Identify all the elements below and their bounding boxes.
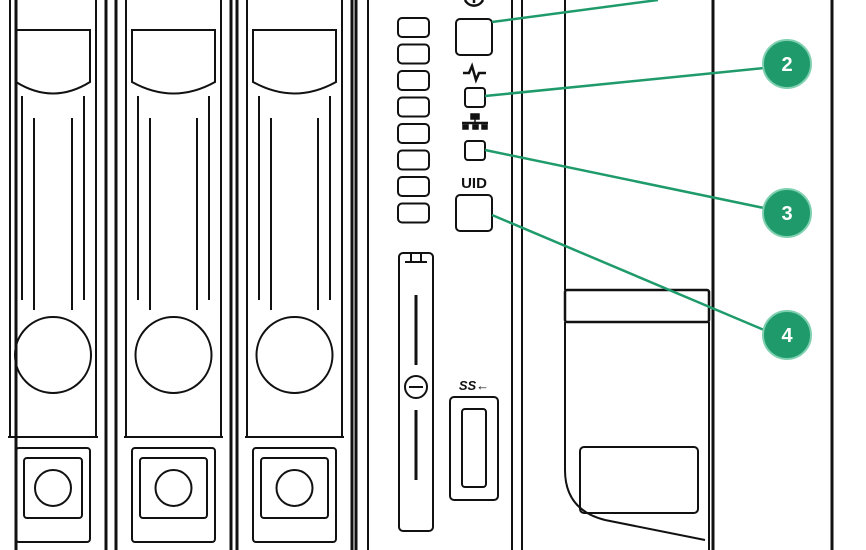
drive-bay-1[interactable] — [8, 0, 108, 550]
nic-led — [464, 140, 486, 161]
vent-slot — [397, 70, 430, 91]
pull-tab[interactable] — [398, 252, 434, 532]
power-button[interactable] — [455, 18, 493, 56]
callout-2: 2 — [762, 39, 812, 89]
callout-number: 3 — [781, 203, 792, 225]
pull-tab-icon — [404, 375, 428, 399]
power-icon — [463, 0, 485, 7]
vent-slot-column — [397, 17, 430, 224]
uid-button[interactable] — [455, 194, 493, 232]
callout-4: 4 — [762, 310, 812, 360]
vent-slot — [397, 202, 430, 224]
callouts: 2 3 4 — [762, 39, 812, 360]
vent-slot — [397, 176, 430, 197]
callout-leader-lines — [484, 0, 765, 332]
callout-number: 2 — [781, 54, 792, 76]
health-led — [464, 87, 486, 108]
callout-number: 4 — [781, 325, 793, 347]
drive-bays — [8, 0, 354, 550]
uid-label: UID — [461, 175, 487, 192]
vent-slot — [397, 149, 430, 171]
vent-slot — [397, 123, 430, 144]
drive-bay-3[interactable] — [235, 0, 354, 550]
drive-bay-2[interactable] — [114, 0, 233, 550]
usb-port[interactable] — [449, 396, 499, 501]
usb-superspeed-icon: SS← — [459, 378, 489, 393]
network-icon — [462, 113, 488, 130]
health-icon — [463, 62, 486, 84]
drive-release-latch[interactable] — [160, 472, 188, 504]
vent-slot — [397, 43, 430, 65]
vent-slot — [397, 96, 430, 118]
callout-3: 3 — [762, 188, 812, 238]
drive-release-latch[interactable] — [39, 472, 67, 504]
drive-release-latch[interactable] — [281, 472, 309, 504]
vent-slot — [397, 17, 430, 38]
